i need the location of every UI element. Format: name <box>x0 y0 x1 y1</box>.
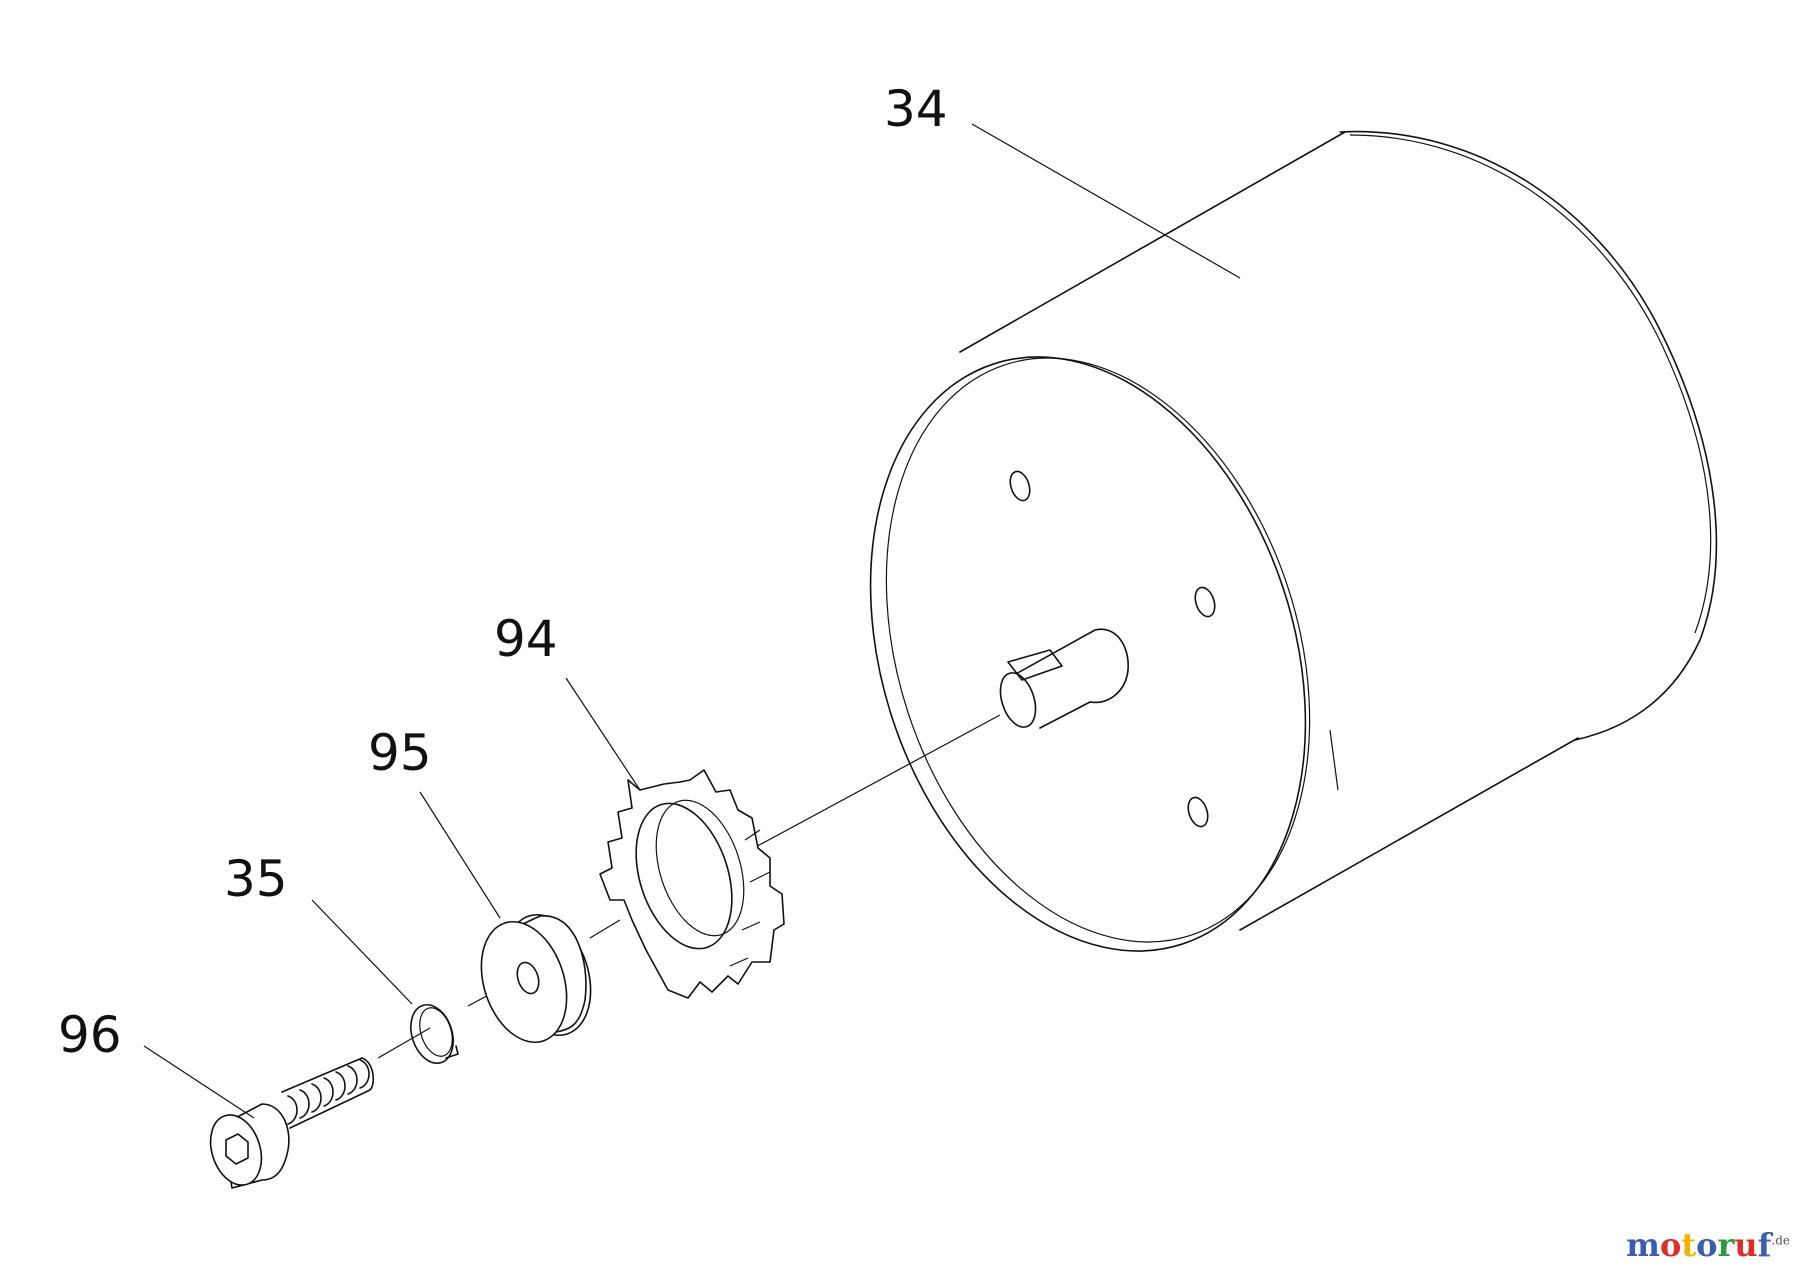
callout-35: 35 <box>224 850 288 908</box>
drum-top-edge <box>959 131 1346 353</box>
watermark-letter: o <box>1660 1226 1682 1264</box>
screw-hex-socket <box>225 1133 249 1165</box>
assembly-axis-line <box>377 714 1001 1059</box>
sprocket-outline <box>599 769 785 999</box>
drum-bolt-hole-2 <box>1194 586 1216 618</box>
watermark-letter: t <box>1681 1226 1697 1264</box>
drum-back-rim-inner <box>1349 134 1712 634</box>
part-34-drum <box>869 130 1718 952</box>
drum-front-face-bevel <box>885 357 1311 943</box>
drum-bottom-edge <box>1239 737 1579 931</box>
leader-96 <box>143 1045 255 1119</box>
watermark-letter: m <box>1626 1226 1661 1264</box>
sprocket-bore-front <box>635 802 733 950</box>
part-94-sprocket <box>599 769 785 999</box>
drum-back-rim <box>1339 130 1718 741</box>
watermark-letter: f <box>1757 1226 1772 1264</box>
watermark-suffix: .de <box>1771 1233 1790 1248</box>
callout-34: 34 <box>884 80 948 138</box>
lock-washer-split <box>445 1045 459 1059</box>
washer-front <box>480 920 568 1044</box>
leader-34 <box>971 123 1241 279</box>
sprocket-tooth-edges <box>729 829 771 967</box>
drum-bolt-hole-1 <box>1009 470 1031 502</box>
washer-hole <box>516 961 540 995</box>
lock-washer-inner <box>419 1007 453 1057</box>
screw-thread <box>287 1059 370 1125</box>
watermark-letter: o <box>1696 1226 1718 1264</box>
callout-94: 94 <box>494 610 558 668</box>
part-95-washer <box>480 913 592 1044</box>
watermark-letter: r <box>1717 1226 1735 1264</box>
sprocket-bore-back <box>655 799 745 937</box>
motoruf-watermark: motoruf.de <box>1626 1226 1790 1264</box>
callout-95: 95 <box>368 724 432 782</box>
leader-35 <box>311 899 413 1005</box>
drum-bolt-hole-3 <box>1187 796 1209 828</box>
leader-94 <box>565 677 641 791</box>
leader-95 <box>419 791 501 919</box>
screw-head-face <box>209 1114 263 1186</box>
callout-96: 96 <box>58 1006 122 1064</box>
drum-rim-tick <box>1329 729 1339 791</box>
watermark-letter: u <box>1734 1226 1758 1264</box>
drum-shaft-keyway <box>1007 649 1063 681</box>
part-96-cap-screw <box>209 1057 375 1189</box>
watermark-logo-text: motoruf <box>1626 1226 1771 1264</box>
drum-shaft-end <box>999 672 1037 728</box>
screw-shank <box>281 1057 375 1129</box>
part-35-lock-washer <box>410 1004 459 1064</box>
